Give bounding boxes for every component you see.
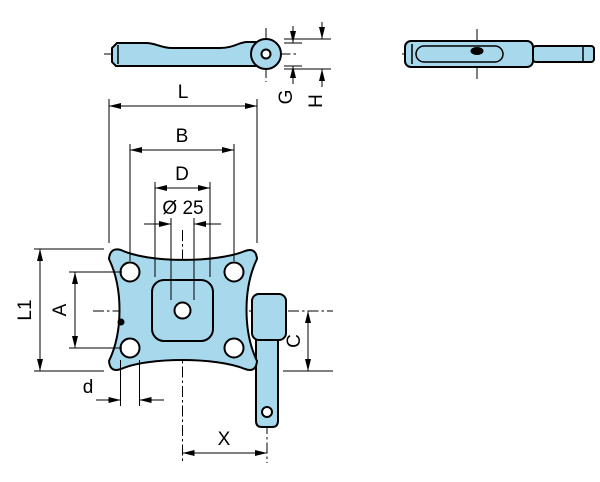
- hinge-body-edge: [404, 40, 534, 68]
- hinge-leaf-profile: [111, 41, 264, 67]
- mounting-hole: [119, 337, 141, 359]
- dim-label-a: A: [50, 303, 71, 316]
- mounting-hole: [223, 337, 245, 359]
- dim-label-l: L: [178, 82, 189, 103]
- dim-label-d-upper: D: [175, 164, 189, 185]
- grease-point-dot: [470, 47, 484, 55]
- recess-contour: [415, 45, 504, 63]
- side-view-profile: [104, 28, 298, 82]
- mounting-hole: [119, 261, 141, 283]
- dimension-B: B: [129, 126, 235, 261]
- dim-label-h: H: [306, 94, 327, 108]
- dim-label-l1: L1: [15, 299, 36, 320]
- marking-dot: [117, 318, 125, 326]
- hinge-bar: [255, 329, 279, 428]
- dim-label-d-lower: d: [83, 377, 94, 398]
- hinge-bar-edge: [532, 45, 595, 63]
- dim-label-g: G: [276, 90, 297, 105]
- dimension-H: H: [284, 22, 331, 108]
- dimension-d: d: [83, 360, 164, 406]
- dimension-L: L: [108, 82, 258, 243]
- dimension-X: X: [182, 429, 267, 456]
- dimension-dia25: Ø 25: [144, 198, 221, 300]
- dimension-A: A: [50, 271, 122, 349]
- dimension-L1: L1: [15, 248, 104, 372]
- bar-hole: [261, 406, 273, 418]
- side-view-edge: [402, 29, 596, 79]
- mounting-hole: [223, 261, 245, 283]
- dim-label-b: B: [176, 126, 189, 147]
- hinge-tab: [251, 293, 287, 341]
- dimension-C: C: [283, 311, 333, 372]
- dim-label-dia25: Ø 25: [162, 198, 203, 219]
- dim-label-x: X: [218, 429, 231, 450]
- pin-hole: [260, 48, 272, 60]
- dim-label-c: C: [284, 334, 305, 348]
- front-view: [93, 230, 333, 463]
- dimension-G: G: [276, 26, 302, 104]
- center-hole: [173, 301, 192, 320]
- dimension-D: D: [154, 164, 211, 277]
